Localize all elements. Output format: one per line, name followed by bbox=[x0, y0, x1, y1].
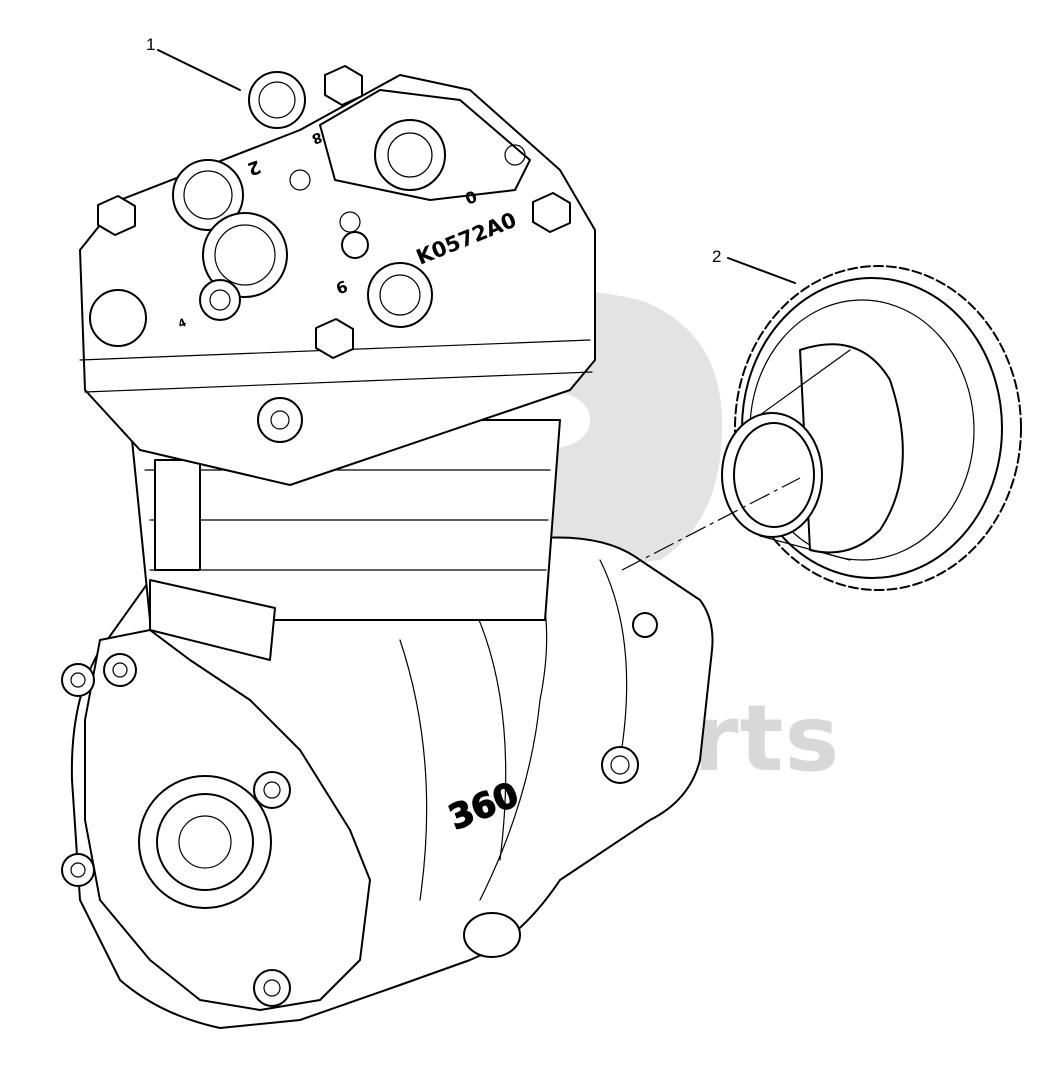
air-compressor: 360 K0572A0 2 0 4 9 8 bbox=[61, 65, 714, 1029]
drive-gear bbox=[721, 265, 1022, 591]
callout-2: 2 bbox=[712, 247, 796, 284]
callout-1: 1 bbox=[146, 35, 241, 91]
callout-2-label: 2 bbox=[712, 247, 721, 266]
callout-1-label: 1 bbox=[146, 35, 155, 54]
gear-axis-line bbox=[621, 477, 801, 571]
